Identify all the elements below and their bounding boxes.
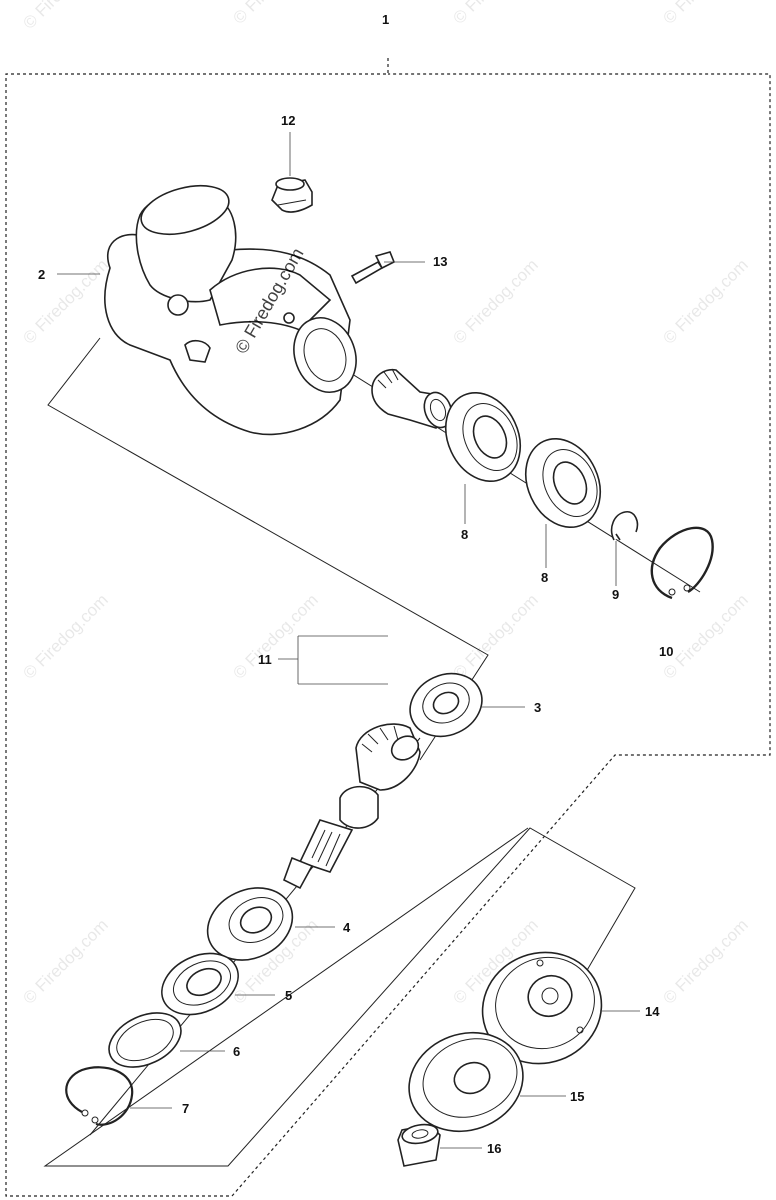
watermark: © Firedog.com <box>449 0 541 28</box>
circlip-part <box>65 1066 134 1126</box>
watermark-layer: © Firedog.com © Firedog.com © Firedog.co… <box>19 0 751 1008</box>
watermark: © Firedog.com <box>659 590 751 682</box>
callout-labels: 1 2 3 4 5 6 7 8 8 9 10 11 12 13 14 15 16 <box>38 12 673 1156</box>
callout-14: 14 <box>645 1004 660 1019</box>
watermark: © Firedog.com <box>19 0 111 33</box>
bearing-part-3 <box>409 672 483 738</box>
snap-ring-hole <box>683 584 691 592</box>
shaft-group-outline <box>43 827 636 1167</box>
gear-shaft-part <box>283 723 421 890</box>
drive-disc-part <box>481 951 603 1065</box>
callout-6: 6 <box>233 1044 240 1059</box>
snap-ring-hole <box>668 588 676 596</box>
callout-11: 11 <box>258 652 272 667</box>
washer-part <box>108 1012 182 1068</box>
watermark: © Firedog.com <box>659 255 751 347</box>
callout-13: 13 <box>433 254 447 269</box>
callout-9: 9 <box>612 587 619 602</box>
watermark: © Firedog.com <box>19 255 111 347</box>
bearing-part-upper-2 <box>524 437 602 529</box>
callout-1: 1 <box>382 12 389 27</box>
callout-7: 7 <box>182 1101 189 1116</box>
snap-ring-part <box>650 526 714 600</box>
callout-10: 10 <box>659 644 673 659</box>
watermark: © Firedog.com <box>659 0 751 28</box>
watermark: © Firedog.com <box>449 255 541 347</box>
callout-3: 3 <box>534 700 541 715</box>
callout-8-lower: 8 <box>541 570 548 585</box>
watermark: © Firedog.com <box>19 590 111 682</box>
gear-housing-part <box>104 184 357 436</box>
watermark: © Firedog.com <box>229 0 321 28</box>
bolt-part <box>350 251 396 285</box>
callout-16: 16 <box>487 1141 501 1156</box>
seal-part <box>161 952 239 1016</box>
callout-2: 2 <box>38 267 45 282</box>
leader-lines <box>57 132 640 1149</box>
pinion-gear-part <box>371 368 453 429</box>
watermark: © Firedog.com <box>229 590 321 682</box>
callout-5: 5 <box>285 988 292 1003</box>
nut-part <box>397 1123 441 1167</box>
watermark: © Firedog.com <box>659 915 751 1007</box>
callout-8-upper: 8 <box>461 527 468 542</box>
callout-4: 4 <box>343 920 351 935</box>
plug-screw-part <box>271 177 313 213</box>
assembly-boundary <box>5 58 771 1197</box>
small-circlip-part <box>610 511 639 541</box>
thrust-washer-part <box>408 1031 524 1133</box>
callout-12: 12 <box>281 113 295 128</box>
watermark: © Firedog.com <box>449 590 541 682</box>
bearing-part-4 <box>206 887 294 961</box>
watermark: © Firedog.com <box>19 915 111 1007</box>
callout-15: 15 <box>570 1089 584 1104</box>
bearing-part-upper-1 <box>444 391 522 483</box>
